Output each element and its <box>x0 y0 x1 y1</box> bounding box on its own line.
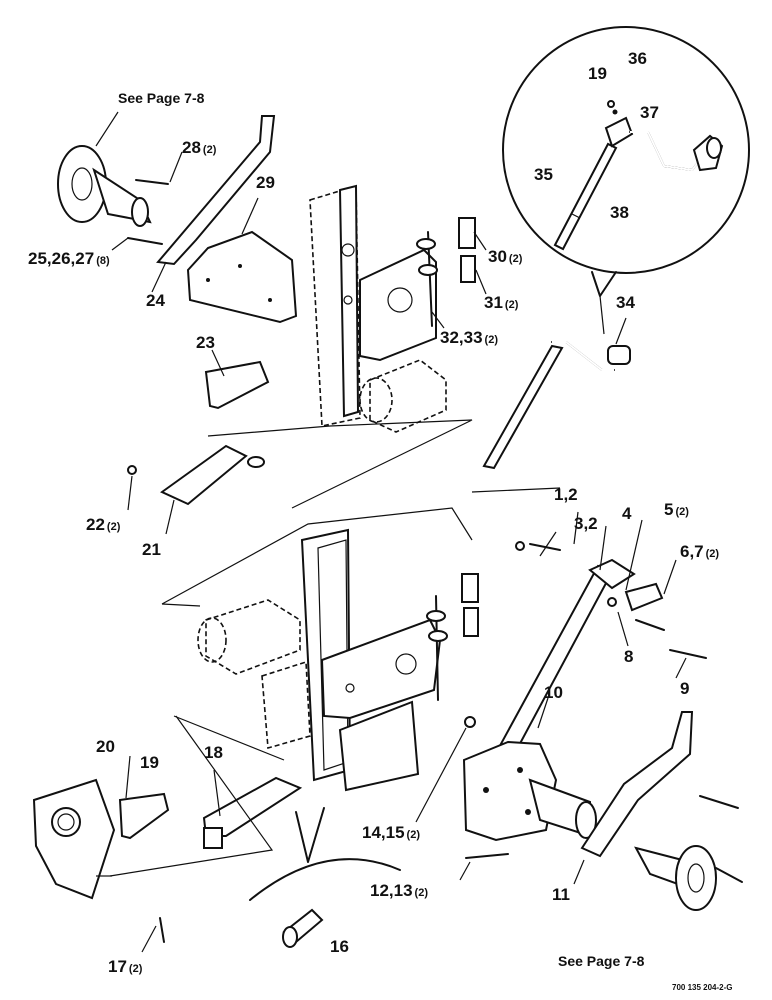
callout-34: 34 <box>616 293 635 312</box>
callout-12-13: 12,13(2) <box>370 881 428 900</box>
detail-view-circle <box>502 26 750 335</box>
callout-17: 17(2) <box>108 957 143 976</box>
callout-1-2: 1,2 <box>554 485 578 504</box>
callout-21: 21 <box>142 540 161 559</box>
reference-note-top: See Page 7-8 <box>118 90 205 106</box>
callout-4: 4 <box>622 504 632 523</box>
callout-22: 22(2) <box>86 515 121 534</box>
callout-19-detail: 19 <box>588 64 607 83</box>
callout-35: 35 <box>534 165 553 184</box>
drawing-code: 700 135 204-2-G <box>672 983 733 992</box>
upper-assembly <box>57 111 631 535</box>
callout-29: 29 <box>256 173 275 192</box>
callout-19-lower: 19 <box>140 753 159 772</box>
callout-labels: See Page 7-8 See Page 7-8 36 19 37 35 38… <box>28 49 733 992</box>
callout-11: 11 <box>552 885 570 904</box>
callout-36: 36 <box>628 49 647 68</box>
callout-37: 37 <box>640 103 659 122</box>
callout-3-2: 3,2 <box>574 514 598 533</box>
callout-38: 38 <box>610 203 629 222</box>
callout-6-7: 6,7(2) <box>680 542 719 561</box>
callout-23: 23 <box>196 333 215 352</box>
lower-assembly <box>32 507 743 953</box>
reference-note-bottom: See Page 7-8 <box>558 953 645 969</box>
callout-28: 28(2) <box>182 138 217 157</box>
callout-5: 5(2) <box>664 500 689 519</box>
callout-16: 16 <box>330 937 349 956</box>
callout-10: 10 <box>544 683 563 702</box>
callout-8: 8 <box>624 647 633 666</box>
callout-9: 9 <box>680 679 689 698</box>
callout-25-26-27: 25,26,27(8) <box>28 249 110 268</box>
callout-32-33: 32,33(2) <box>440 328 498 347</box>
callout-30: 30(2) <box>488 247 523 266</box>
callout-18: 18 <box>204 743 223 762</box>
callout-14-15: 14,15(2) <box>362 823 420 842</box>
callout-20: 20 <box>96 737 115 756</box>
callout-31: 31(2) <box>484 293 519 312</box>
callout-24: 24 <box>146 291 165 310</box>
